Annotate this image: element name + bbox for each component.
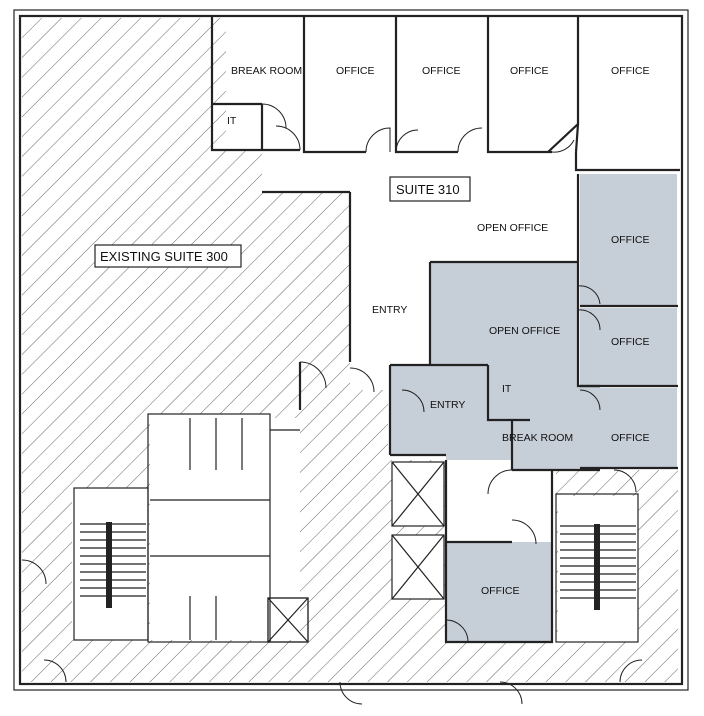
entry-left-label: ENTRY	[372, 304, 407, 316]
stairs-right	[560, 524, 636, 610]
stairs-left	[80, 522, 146, 608]
interior-walls	[73, 16, 680, 644]
break-room-top-label: BREAK ROOM	[231, 65, 302, 77]
suite-310-label: SUITE 310	[396, 182, 460, 197]
open-office-top-label: OPEN OFFICE	[477, 222, 548, 234]
it-blue-label: IT	[502, 383, 512, 395]
office-blue-1-label: OFFICE	[611, 234, 650, 246]
suite-310-tag	[389, 176, 471, 202]
open-office-blue-label: OPEN OFFICE	[489, 325, 560, 337]
existing-suite-300-tag	[94, 244, 242, 268]
door-swings	[21, 103, 643, 705]
office-blue-3-label: OFFICE	[611, 432, 650, 444]
suite-310-new-area	[390, 174, 677, 642]
office-2-label: OFFICE	[422, 65, 461, 77]
it-top-label: IT	[227, 115, 237, 127]
office-4-label: OFFICE	[611, 65, 650, 77]
office-blue-2-label: OFFICE	[611, 336, 650, 348]
office-bottom-label: OFFICE	[481, 585, 520, 597]
office-1-label: OFFICE	[336, 65, 375, 77]
break-room-blue-label: BREAK ROOM	[502, 432, 573, 444]
existing-suite-300-label: EXISTING SUITE 300	[100, 249, 228, 264]
exterior-walls	[13, 9, 689, 691]
entry-blue-label: ENTRY	[430, 399, 465, 411]
office-3-label: OFFICE	[510, 65, 549, 77]
